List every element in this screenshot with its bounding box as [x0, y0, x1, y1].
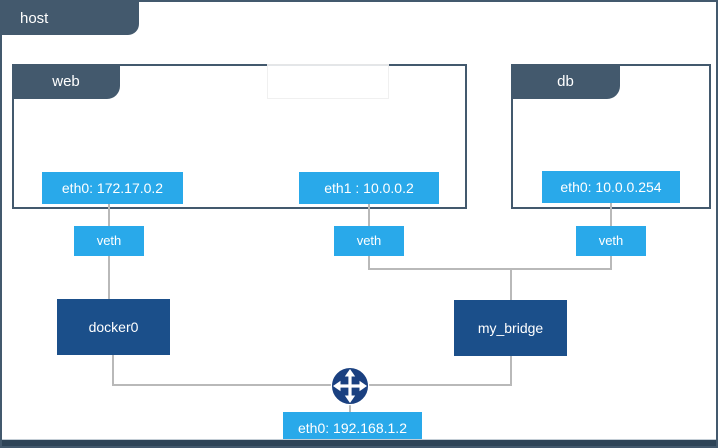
interface-chip-host-eth0: eth0: 192.168.1.2 — [283, 412, 422, 444]
bridge-my-bridge-label: my_bridge — [477, 320, 544, 336]
bottom-bar — [2, 439, 716, 446]
faint-overlay-rect — [267, 64, 389, 99]
connector-line — [349, 405, 351, 413]
connector-line — [108, 256, 110, 299]
container-web-label: web — [52, 73, 80, 90]
bridge-my-bridge: my_bridge — [454, 300, 567, 356]
container-db-label: db — [557, 73, 574, 90]
router-icon — [330, 366, 370, 406]
connector-line — [610, 203, 612, 226]
interface-chip-web-eth0: eth0: 172.17.0.2 — [42, 172, 183, 204]
container-db-tab: db — [511, 64, 620, 99]
interface-chip-db-eth0: eth0: 10.0.0.254 — [542, 171, 680, 203]
bridge-docker0-label: docker0 — [88, 319, 139, 335]
veth-chip-1: veth — [74, 226, 144, 256]
connector-line — [108, 204, 110, 226]
router-crossed-arrows-icon — [330, 366, 370, 406]
connector-line — [368, 256, 370, 270]
host-tab: host — [2, 2, 139, 35]
connector-line — [510, 355, 512, 386]
connector-line — [112, 355, 114, 386]
veth-chip-2: veth — [334, 226, 404, 256]
host-label: host — [20, 10, 49, 27]
container-web-tab: web — [12, 64, 120, 99]
connector-line — [610, 256, 612, 270]
connector-line — [510, 268, 512, 300]
connector-line — [368, 268, 612, 270]
bridge-docker0: docker0 — [57, 299, 170, 355]
interface-chip-web-eth1: eth1 : 10.0.0.2 — [299, 172, 439, 204]
connector-line — [112, 384, 512, 386]
connector-line — [368, 204, 370, 226]
veth-chip-3: veth — [576, 226, 646, 256]
